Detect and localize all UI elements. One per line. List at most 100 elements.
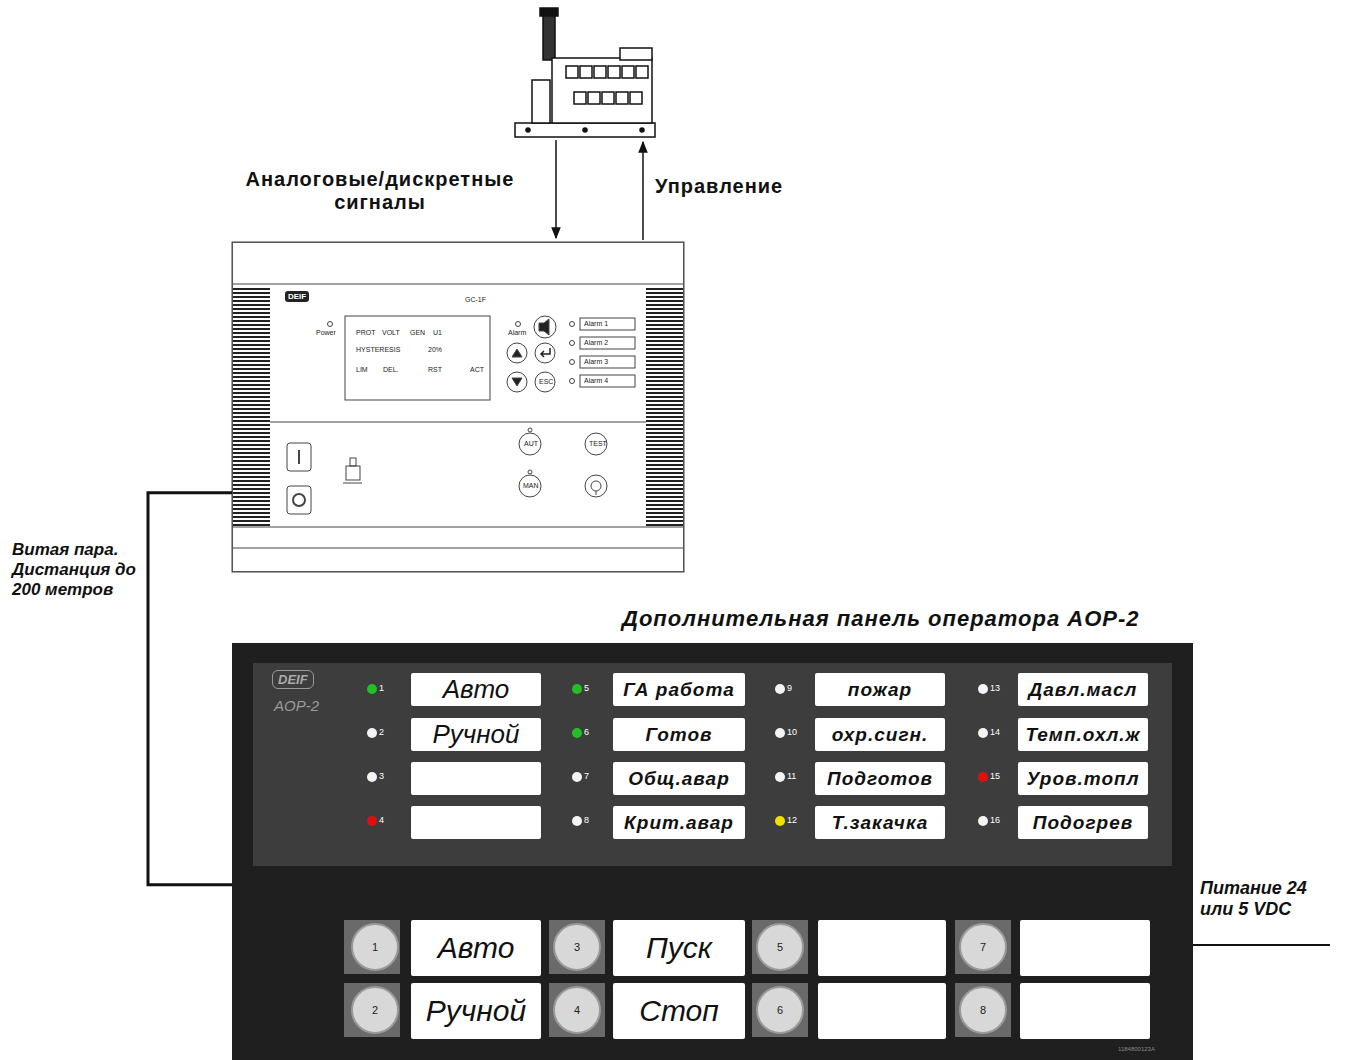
led-number: 7 xyxy=(584,771,589,781)
button-text: TEST xyxy=(589,440,607,447)
indicator-label: охр.сигн. xyxy=(815,718,945,751)
indicator-label: Ручной xyxy=(411,718,541,751)
node-text: Авто xyxy=(443,674,509,705)
node-text: Готов xyxy=(645,724,712,746)
led-label: Power xyxy=(316,329,336,336)
display-text: VOLT xyxy=(382,329,400,336)
led-dot xyxy=(978,728,988,738)
node-text: 3 xyxy=(574,941,580,953)
button-number: 6 xyxy=(756,986,804,1034)
button-frame xyxy=(752,983,808,1037)
led-number: 4 xyxy=(379,815,384,825)
led-dot xyxy=(367,684,377,694)
logo: GC-1F xyxy=(465,296,486,303)
led-number: 3 xyxy=(379,771,384,781)
indicator-label: Темп.охл.ж xyxy=(1018,718,1148,751)
indicator-label: Авто xyxy=(411,673,541,706)
button-label: Стоп xyxy=(613,983,745,1039)
node-text: 2 xyxy=(372,1004,378,1016)
led-number: 10 xyxy=(787,727,797,737)
indicator-label: Давл.масл xyxy=(1018,673,1148,706)
node-text: Т.закачка xyxy=(832,812,929,834)
indicator-label: Готов xyxy=(613,718,745,751)
led-dot xyxy=(978,816,988,826)
led-dot xyxy=(775,684,785,694)
node-text: Крит.авар xyxy=(624,812,734,834)
led-number: 1 xyxy=(379,683,384,693)
led-dot xyxy=(775,816,785,826)
led-number: 5 xyxy=(584,683,589,693)
engine-illustration xyxy=(515,8,655,137)
led-number: 6 xyxy=(584,727,589,737)
button-frame xyxy=(344,983,400,1037)
indicator-label: Подогрев xyxy=(1018,806,1148,839)
node-text: 4 xyxy=(574,1004,580,1016)
node-text: 7 xyxy=(980,941,986,953)
node-text: Стоп xyxy=(639,994,719,1028)
logo: DEIF xyxy=(272,670,314,689)
led-dot xyxy=(572,772,582,782)
button-label: Авто xyxy=(411,920,541,976)
display-text: RST xyxy=(428,366,442,373)
operator-panel: Авто ГА работа пожар Давл.маслРучной Готов ох… xyxy=(232,643,1193,1060)
alarm-label: Alarm 1 xyxy=(584,320,608,327)
button-frame xyxy=(955,983,1011,1037)
display-text: GEN xyxy=(410,329,425,336)
node-text: Ручной xyxy=(426,994,526,1028)
button-frame xyxy=(955,920,1011,974)
led-number: 11 xyxy=(787,771,796,781)
node-text: Давл.масл xyxy=(1029,679,1138,701)
button-label: Ручной xyxy=(411,983,541,1039)
signal-label: Управление xyxy=(655,175,783,198)
led-dot xyxy=(978,684,988,694)
led-dot xyxy=(978,772,988,782)
button-label: Пуск xyxy=(613,920,745,976)
button-number: 5 xyxy=(756,923,804,971)
led-dot xyxy=(775,728,785,738)
button-frame xyxy=(549,983,605,1037)
indicator-label: Общ.авар xyxy=(613,762,745,795)
alarm-label: Alarm 2 xyxy=(584,339,608,346)
node-text: Подогрев xyxy=(1033,812,1133,834)
node-text: 5 xyxy=(777,941,783,953)
led-number: 16 xyxy=(990,815,1000,825)
led-number: 15 xyxy=(990,771,1000,781)
indicator-label: Подготов xyxy=(815,762,945,795)
node-text: 8 xyxy=(980,1004,986,1016)
node-text: Подготов xyxy=(827,768,933,790)
button-frame xyxy=(344,920,400,974)
twisted-pair-line xyxy=(148,493,232,885)
node-text: Темп.охл.ж xyxy=(1025,724,1140,746)
indicator-label: Т.закачка xyxy=(815,806,945,839)
button-number: 8 xyxy=(959,986,1007,1034)
led-label: Alarm xyxy=(508,329,526,336)
heading: DEIF xyxy=(285,291,309,302)
node-text: охр.сигн. xyxy=(832,724,929,746)
node-text: Общ.авар xyxy=(628,768,730,790)
led-dot xyxy=(775,772,785,782)
led-number: 2 xyxy=(379,727,384,737)
button-text: AUT xyxy=(524,440,538,447)
display-text: ACT xyxy=(470,366,484,373)
power-label: Питание 24 или 5 VDC xyxy=(1200,878,1325,920)
indicator-label: пожар xyxy=(815,673,945,706)
node-text: Пуск xyxy=(646,931,712,965)
node-text: пожар xyxy=(848,679,912,701)
indicator-label: ГА работа xyxy=(613,673,745,706)
node-text: Уров.топл xyxy=(1026,768,1139,790)
button-frame xyxy=(549,920,605,974)
button-frame xyxy=(752,920,808,974)
led-number: 13 xyxy=(990,683,1000,693)
display-text: 20% xyxy=(428,346,442,353)
led-number: 9 xyxy=(787,683,792,693)
node-text: 6 xyxy=(777,1004,783,1016)
led-number: 12 xyxy=(787,815,797,825)
led-number: 8 xyxy=(584,815,589,825)
led-dot xyxy=(367,772,377,782)
alarm-label: Alarm 4 xyxy=(584,377,608,384)
display-text: HYSTERESIS xyxy=(356,346,400,353)
part-code: 1184800123A xyxy=(1118,1046,1155,1052)
